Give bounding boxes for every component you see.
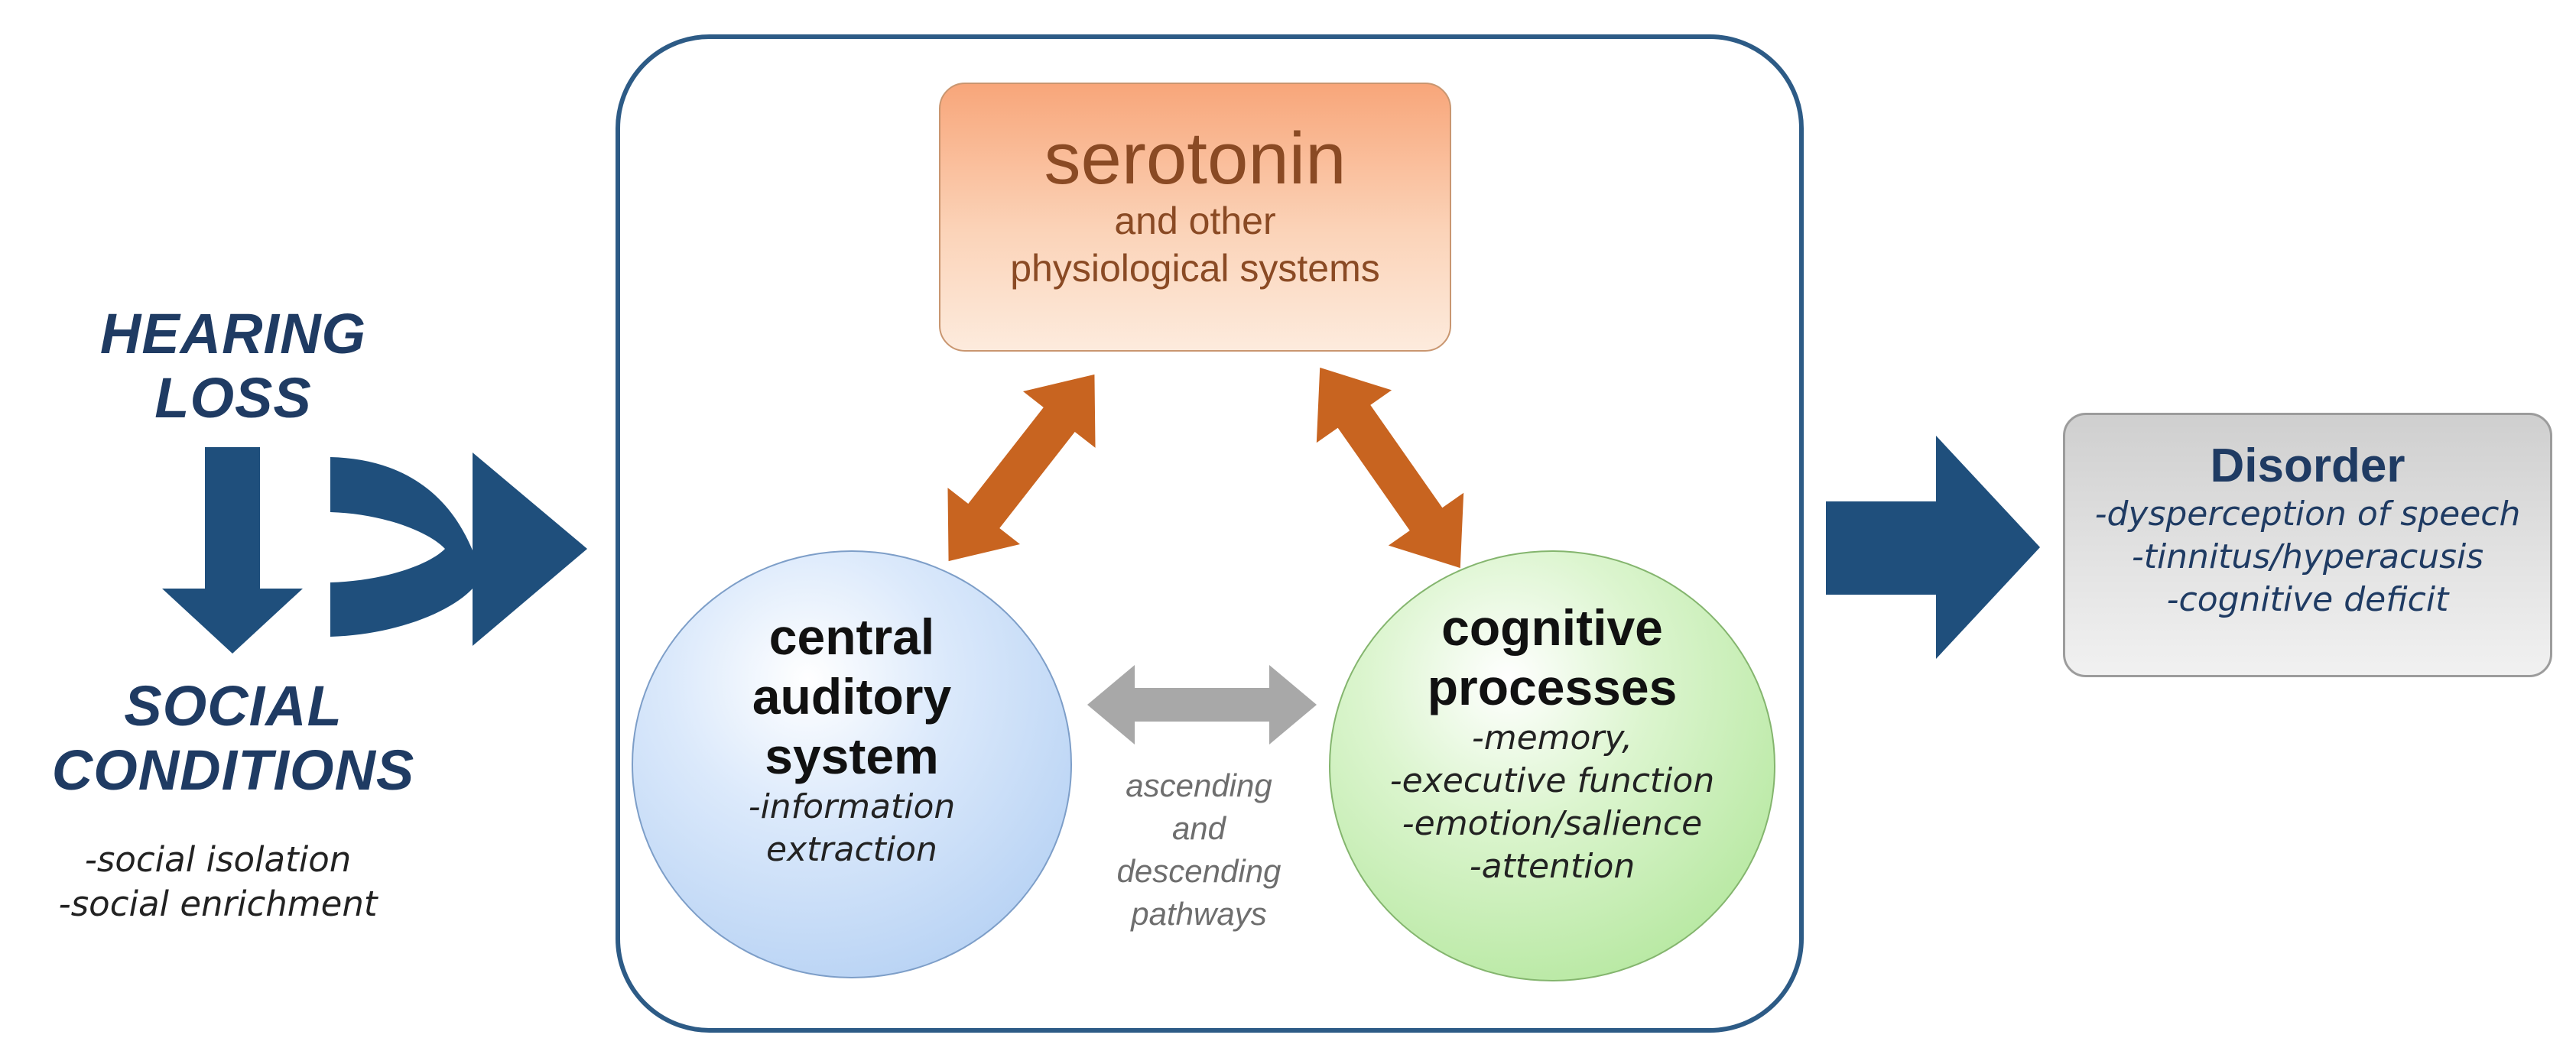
social-item: -social isolation xyxy=(84,839,352,880)
merge-arrow xyxy=(330,453,587,646)
down-arrow xyxy=(162,447,303,654)
pathways-line: descending xyxy=(1116,853,1282,889)
serotonin-cognitive-arrow xyxy=(1316,367,1464,569)
social-item: -social enrichment xyxy=(58,884,378,924)
social-conditions-label: SOCIAL CONDITIONS xyxy=(15,674,451,803)
cognitive-item: -executive function xyxy=(1389,761,1715,800)
disorder-item: -tinnitus/hyperacusis xyxy=(2131,537,2484,576)
cognitive-processes-circle: cognitive processes -memory, -executive … xyxy=(1329,550,1775,981)
auditory-subtitle-line: extraction xyxy=(766,830,937,869)
serotonin-auditory-arrow xyxy=(947,374,1096,562)
disorder-item: -cognitive deficit xyxy=(2166,580,2449,619)
cognitive-title-line: cognitive xyxy=(1441,599,1663,656)
pathways-line: ascending xyxy=(1126,767,1272,803)
hearing-loss-line: HEARING xyxy=(99,302,367,365)
pathway-arrow xyxy=(1087,665,1317,744)
output-arrow xyxy=(1826,436,2040,659)
hearing-loss-label: HEARING LOSS xyxy=(46,302,421,430)
auditory-title-line: central xyxy=(768,608,935,665)
disorder-item: -dysperception of speech xyxy=(2094,495,2521,534)
serotonin-subtitle-line: physiological systems xyxy=(1010,247,1380,290)
central-frame xyxy=(616,34,1804,1033)
pathways-line: and xyxy=(1171,810,1226,846)
cognitive-item: -attention xyxy=(1469,847,1636,886)
social-items-list: -social isolation -social enrichment xyxy=(15,838,421,926)
auditory-subtitle-line: -information xyxy=(748,787,956,826)
disorder-box: Disorder -dysperception of speech -tinni… xyxy=(2063,413,2552,677)
serotonin-box: serotonin and other physiological system… xyxy=(939,83,1451,352)
pathways-line: pathways xyxy=(1131,896,1267,932)
auditory-title-line: system xyxy=(765,728,939,784)
central-auditory-system-circle: central auditory system -information ext… xyxy=(632,550,1072,978)
cognitive-item: -emotion/salience xyxy=(1402,804,1703,843)
hearing-loss-line: LOSS xyxy=(154,366,312,430)
serotonin-subtitle-line: and other xyxy=(1114,199,1276,242)
cognitive-item: -memory, xyxy=(1471,719,1633,757)
social-conditions-line: SOCIAL xyxy=(124,674,343,738)
auditory-title-line: auditory xyxy=(752,668,952,725)
cognitive-title-line: processes xyxy=(1427,659,1678,715)
disorder-title: Disorder xyxy=(2210,440,2405,492)
serotonin-title: serotonin xyxy=(1044,118,1346,199)
social-conditions-line: CONDITIONS xyxy=(51,738,415,802)
pathways-label: ascending and descending pathways xyxy=(1077,764,1321,936)
